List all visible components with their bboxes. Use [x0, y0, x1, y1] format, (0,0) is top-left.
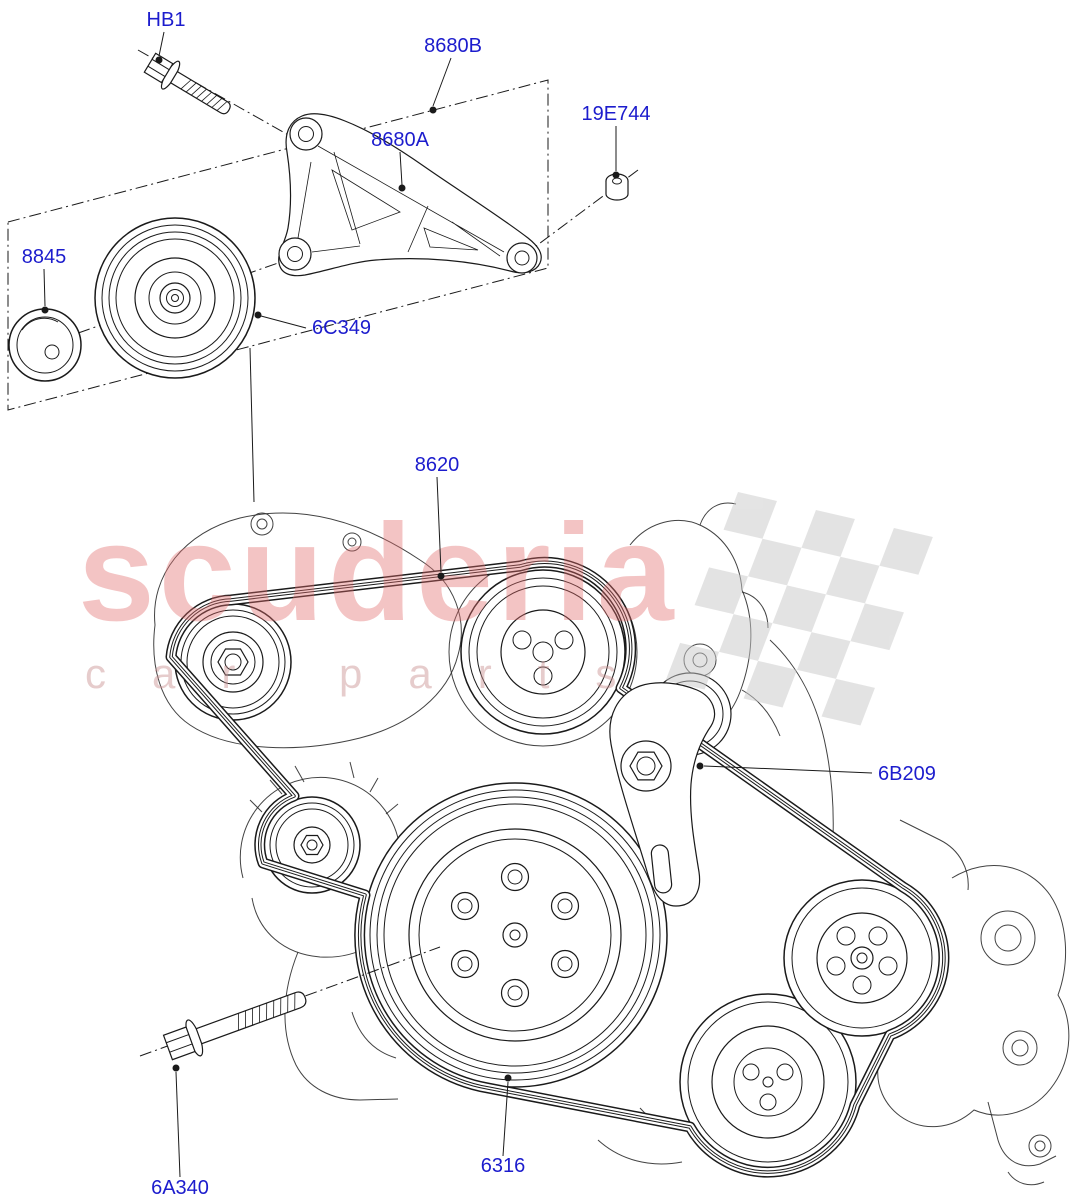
label-8845: 8845	[22, 246, 67, 314]
label-6c349: 6C349	[254, 311, 371, 339]
watermark-brand-text: scuderia	[78, 496, 678, 650]
part-number-hb1[interactable]: HB1	[147, 9, 186, 31]
leader-dot	[504, 1074, 512, 1082]
leader-dot	[155, 56, 163, 64]
leader-dot	[429, 106, 437, 114]
label-hb1: HB1	[147, 9, 186, 64]
leader-line	[399, 151, 403, 186]
part-number-8680b[interactable]: 8680B	[424, 35, 482, 57]
label-8680a: 8680A	[371, 129, 430, 192]
watermark-tagline-text: car parts	[85, 650, 662, 697]
labels-layer: HB1 8680B 19E744 8680A 8845 6C349	[22, 9, 936, 1199]
label-6b209: 6B209	[696, 762, 936, 785]
pulley-cap-8845	[8, 308, 82, 382]
part-number-6316[interactable]: 6316	[481, 1155, 526, 1177]
leader-dot	[254, 311, 262, 319]
tensioner-slot	[650, 844, 673, 894]
part-number-6b209[interactable]: 6B209	[878, 763, 936, 785]
leader-dot	[612, 171, 620, 179]
label-19e744: 19E744	[582, 103, 651, 179]
leader-line	[436, 476, 442, 573]
leader-dot	[41, 306, 49, 314]
power-steering-pulley	[783, 879, 941, 1037]
part-number-6a340[interactable]: 6A340	[151, 1177, 209, 1199]
belt-tensioner-6b209	[609, 682, 716, 907]
label-6316: 6316	[481, 1074, 526, 1177]
leader-line	[703, 765, 873, 774]
leader-line	[432, 57, 452, 107]
leader-dot	[398, 184, 406, 192]
leader-dot	[437, 572, 445, 580]
idler-pulley-6c349	[94, 217, 256, 379]
watermark-layer: scuderia car parts	[78, 491, 933, 726]
alternator-hex-nut	[300, 834, 324, 856]
part-number-19e744[interactable]: 19E744	[582, 103, 651, 125]
part-number-8680a[interactable]: 8680A	[371, 129, 429, 151]
assembly-locator-line	[249, 347, 255, 503]
idler-hex-bolt	[217, 648, 249, 676]
bolt-hb1	[143, 52, 231, 115]
exploded-view-box	[7, 79, 549, 411]
label-6a340: 6A340	[151, 1064, 209, 1199]
water-pump-pulley	[460, 569, 626, 735]
part-number-8845[interactable]: 8845	[22, 246, 67, 268]
tensioner-pivot-hex	[629, 751, 663, 781]
leader-line	[158, 31, 165, 57]
leader-dot	[172, 1064, 180, 1072]
checkered-flag-watermark	[665, 491, 933, 726]
exploded-assembly	[7, 49, 639, 503]
leader-line	[43, 268, 46, 307]
leader-line	[175, 1071, 181, 1178]
leader-dot	[696, 762, 704, 770]
label-8680b: 8680B	[424, 35, 482, 114]
leader-line	[260, 315, 307, 329]
leader-line	[502, 1081, 509, 1157]
label-8620: 8620	[415, 454, 460, 580]
grommet-19e744	[605, 173, 629, 201]
crankshaft-pulley-6316	[362, 782, 668, 1088]
bolt-6a340	[162, 991, 307, 1061]
part-number-6c349[interactable]: 6C349	[312, 317, 371, 339]
mounting-bracket-8680a	[278, 113, 542, 277]
part-number-8620[interactable]: 8620	[415, 454, 460, 476]
